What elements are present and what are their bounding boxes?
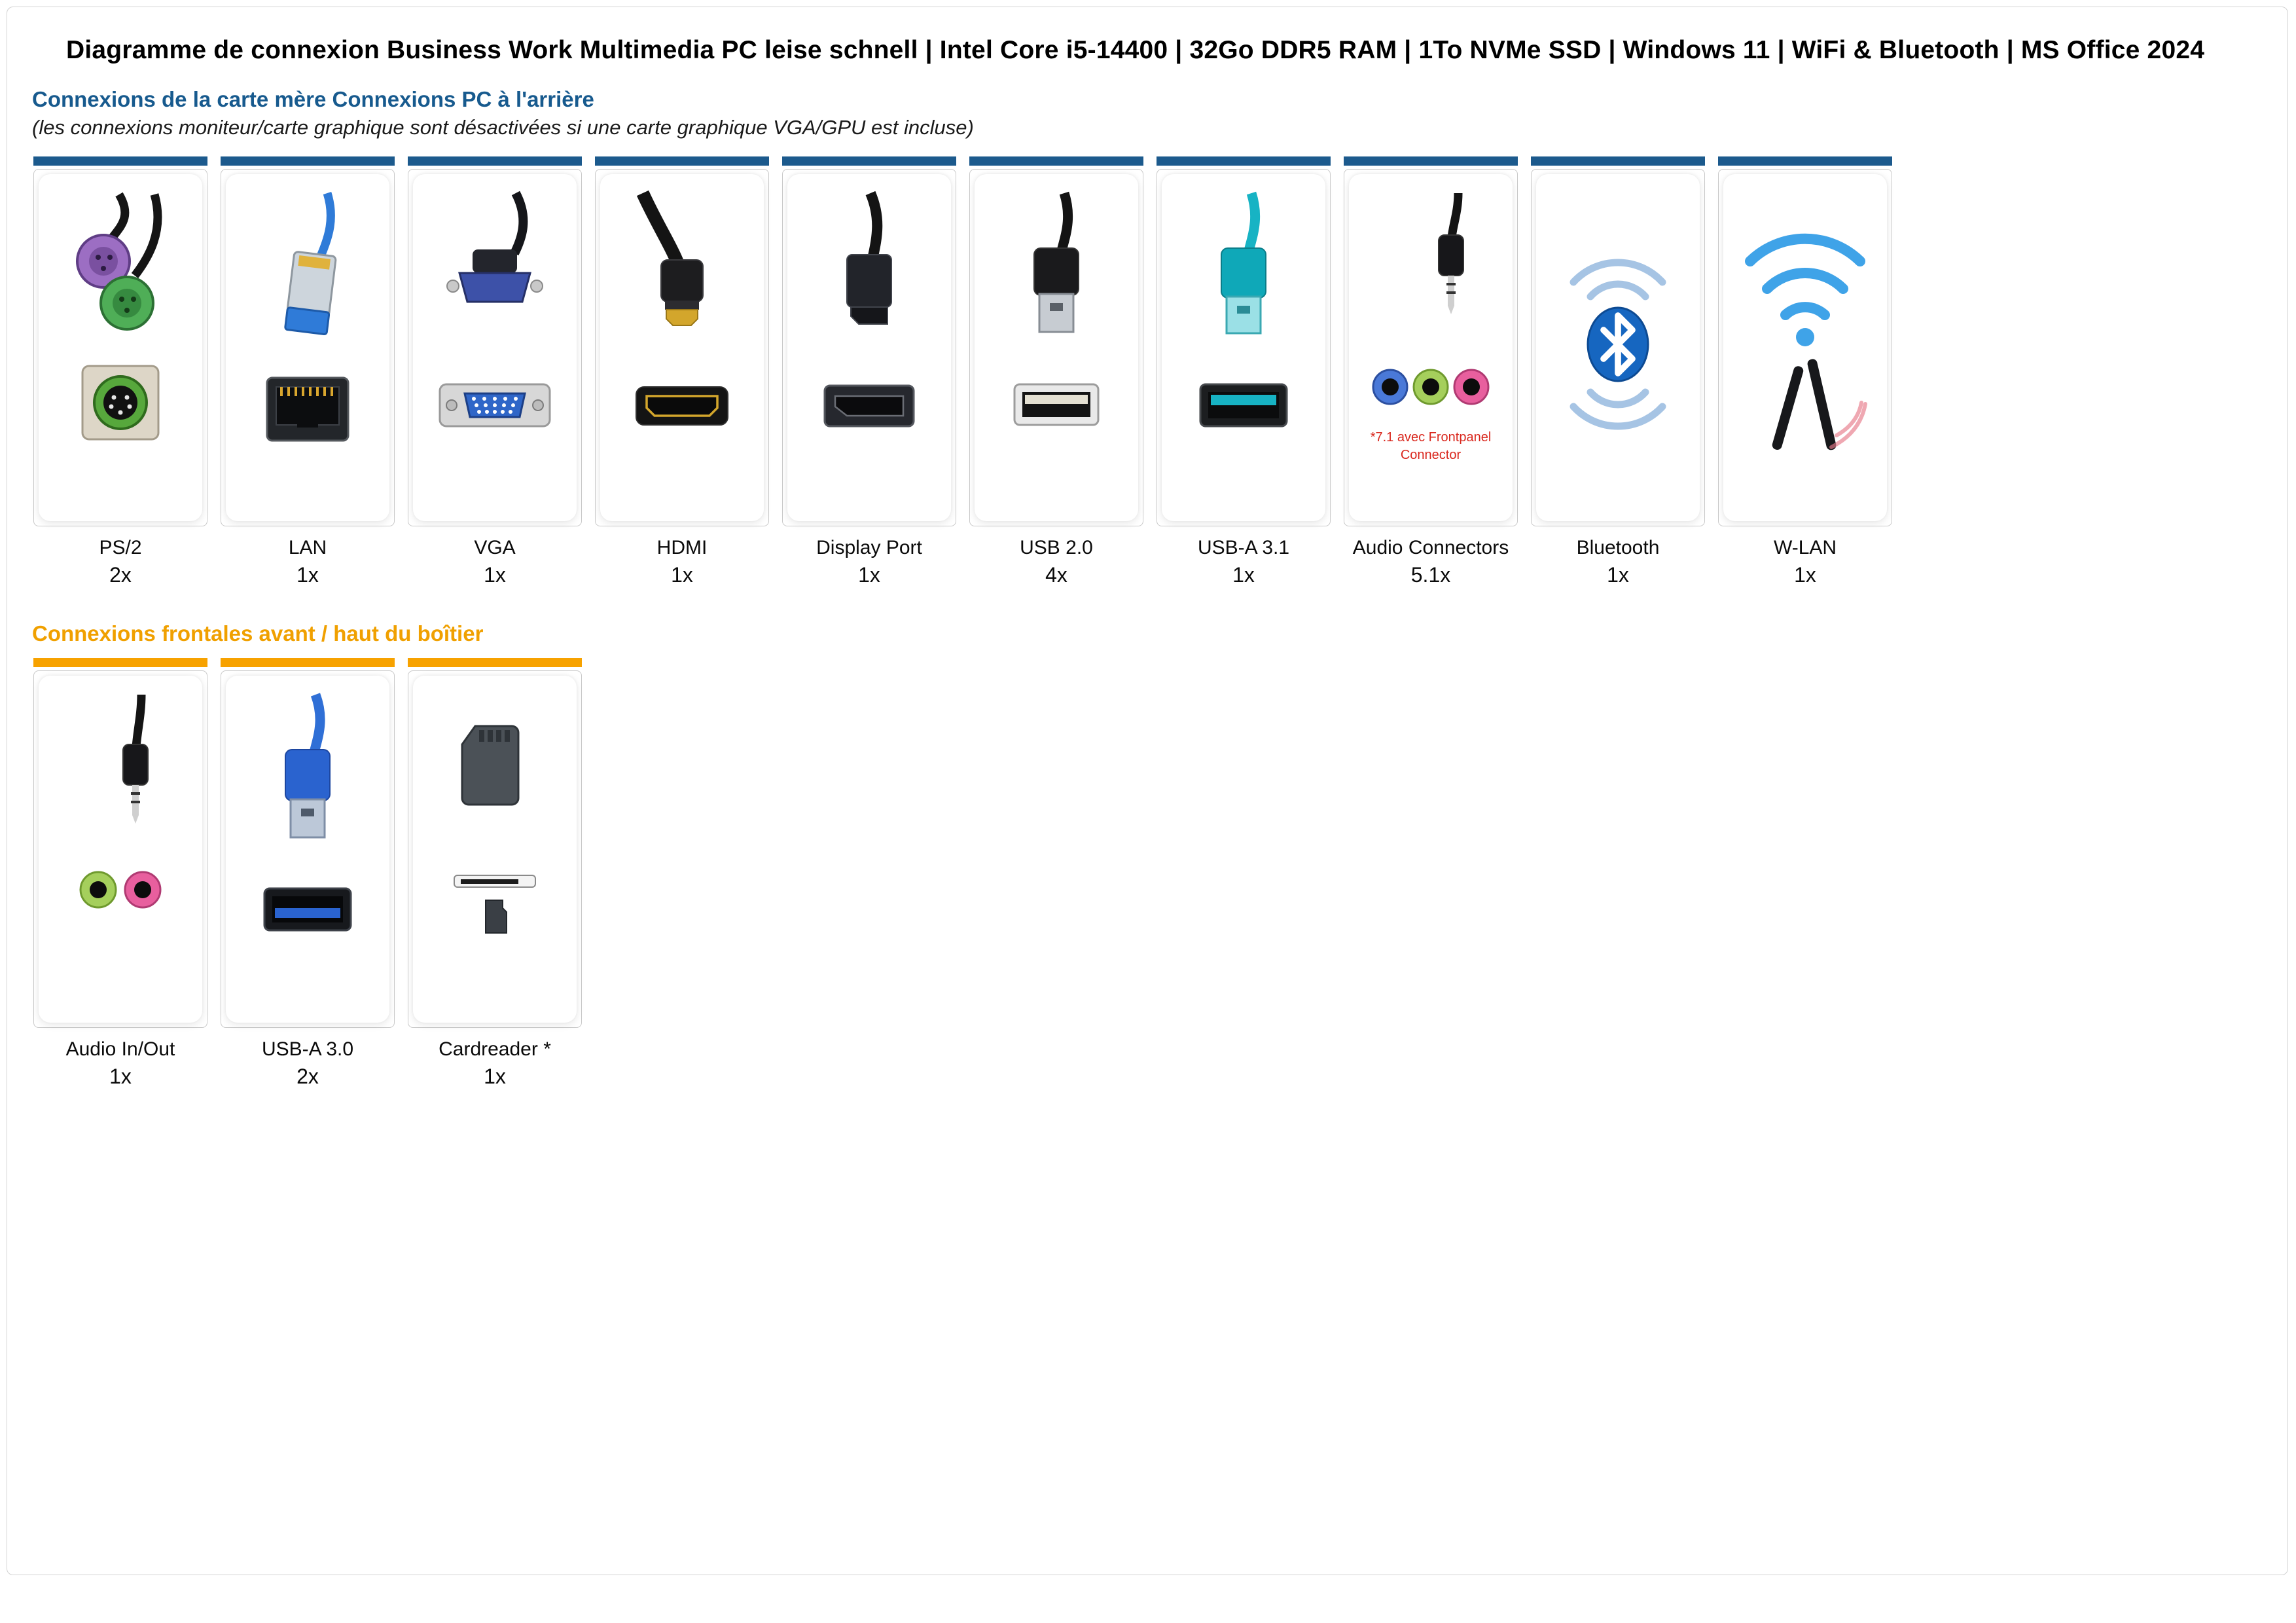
lan-image bbox=[221, 169, 395, 526]
port-card-usb20: USB 2.0 4x bbox=[969, 156, 1143, 587]
wlan-image bbox=[1718, 169, 1892, 526]
port-card-audio-inout: Audio In/Out 1x bbox=[33, 658, 207, 1089]
port-card-lan: LAN 1x bbox=[221, 156, 395, 587]
page-title: Diagramme de connexion Business Work Mul… bbox=[66, 36, 2205, 64]
rear-accent-bar bbox=[1718, 156, 1892, 166]
front-accent-bar bbox=[221, 658, 395, 667]
photo-frame bbox=[413, 174, 577, 521]
rear-section-heading: Connexions de la carte mère Connexions P… bbox=[32, 87, 594, 111]
displayport-image bbox=[782, 169, 956, 526]
audio-note: *7.1 avec Frontpanel Connector bbox=[1370, 430, 1492, 462]
port-card-cardreader: Cardreader * 1x bbox=[408, 658, 582, 1089]
cardreader-icon bbox=[416, 692, 573, 1006]
usb31-image bbox=[1157, 169, 1331, 526]
photo-frame bbox=[975, 174, 1138, 521]
usb31-icon bbox=[1165, 191, 1322, 505]
rear-accent-bar bbox=[1157, 156, 1331, 166]
rear-accent-bar bbox=[33, 156, 207, 166]
port-count: 1x bbox=[1232, 563, 1255, 587]
port-label: LAN bbox=[288, 537, 327, 558]
port-count: 1x bbox=[1607, 563, 1629, 587]
port-card-bluetooth: Bluetooth 1x bbox=[1531, 156, 1705, 587]
port-count: 4x bbox=[1045, 563, 1067, 587]
port-label: USB-A 3.0 bbox=[261, 1038, 354, 1060]
port-count: 5.1x bbox=[1410, 563, 1451, 587]
port-card-usb31: USB-A 3.1 1x bbox=[1157, 156, 1331, 587]
port-card-wlan: W-LAN 1x bbox=[1718, 156, 1892, 587]
audio-inout-icon bbox=[42, 692, 199, 1006]
page-frame: Diagramme de connexion Business Work Mul… bbox=[7, 7, 2288, 1575]
audio-image: *7.1 avec Frontpanel Connector bbox=[1344, 169, 1518, 526]
rear-accent-bar bbox=[408, 156, 582, 166]
port-card-audio: *7.1 avec Frontpanel Connector Audio Con… bbox=[1344, 156, 1518, 587]
front-ports-row: Audio In/Out 1x bbox=[33, 658, 2268, 1089]
port-label: W-LAN bbox=[1773, 537, 1837, 558]
usb20-image bbox=[969, 169, 1143, 526]
photo-frame bbox=[226, 676, 389, 1023]
hdmi-icon bbox=[603, 190, 761, 505]
audio-inout-image bbox=[33, 670, 207, 1028]
port-card-hdmi: HDMI 1x bbox=[595, 156, 769, 587]
rear-section-subheading: (les connexions moniteur/carte graphique… bbox=[32, 116, 974, 139]
port-label: Display Port bbox=[816, 537, 922, 558]
usb30-image bbox=[221, 670, 395, 1028]
port-count: 1x bbox=[1794, 563, 1816, 587]
port-count: 1x bbox=[484, 1065, 506, 1088]
photo-frame bbox=[1723, 174, 1887, 521]
port-label: Cardreader * bbox=[439, 1038, 551, 1060]
port-count: 1x bbox=[858, 563, 880, 587]
rear-accent-bar bbox=[221, 156, 395, 166]
bluetooth-image bbox=[1531, 169, 1705, 526]
lan-icon bbox=[229, 191, 386, 505]
displayport-icon bbox=[791, 191, 948, 505]
port-card-usb30: USB-A 3.0 2x bbox=[221, 658, 395, 1089]
port-count: 2x bbox=[109, 563, 132, 587]
vga-image bbox=[408, 169, 582, 526]
vga-icon bbox=[416, 191, 573, 505]
port-card-vga: VGA 1x bbox=[408, 156, 582, 587]
port-count: 1x bbox=[671, 563, 693, 587]
port-count: 2x bbox=[296, 1065, 319, 1088]
port-label: PS/2 bbox=[99, 537, 142, 558]
port-count: 1x bbox=[109, 1065, 132, 1088]
hdmi-image bbox=[595, 169, 769, 526]
photo-frame bbox=[600, 174, 764, 521]
cardreader-image bbox=[408, 670, 582, 1028]
front-accent-bar bbox=[408, 658, 582, 667]
port-label: VGA bbox=[474, 537, 516, 558]
port-label: Audio Connectors bbox=[1352, 537, 1509, 558]
rear-accent-bar bbox=[1531, 156, 1705, 166]
port-label: USB-A 3.1 bbox=[1197, 537, 1290, 558]
usb2-icon bbox=[978, 191, 1135, 505]
port-card-ps2: PS/2 2x bbox=[33, 156, 207, 587]
port-label: Audio In/Out bbox=[65, 1038, 175, 1060]
photo-frame bbox=[39, 676, 202, 1023]
photo-frame bbox=[1349, 174, 1513, 521]
port-count: 1x bbox=[296, 563, 319, 587]
photo-frame bbox=[226, 174, 389, 521]
port-label: Bluetooth bbox=[1576, 537, 1660, 558]
rear-accent-bar bbox=[969, 156, 1143, 166]
rear-ports-row: PS/2 2x bbox=[33, 156, 2268, 587]
port-count: 1x bbox=[484, 563, 506, 587]
front-section-heading: Connexions frontales avant / haut du boî… bbox=[32, 621, 484, 646]
photo-frame bbox=[787, 174, 951, 521]
port-label: USB 2.0 bbox=[1020, 537, 1093, 558]
ps2-image bbox=[33, 169, 207, 526]
rear-accent-bar bbox=[782, 156, 956, 166]
audio-connectors-icon bbox=[1352, 191, 1509, 505]
ps2-icon bbox=[42, 191, 199, 505]
rear-accent-bar bbox=[595, 156, 769, 166]
front-accent-bar bbox=[33, 658, 207, 667]
bluetooth-icon bbox=[1539, 191, 1696, 505]
rear-accent-bar bbox=[1344, 156, 1518, 166]
wlan-icon bbox=[1727, 191, 1884, 505]
port-card-displayport: Display Port 1x bbox=[782, 156, 956, 587]
port-label: HDMI bbox=[656, 537, 708, 558]
usb30-icon bbox=[229, 692, 386, 1006]
photo-frame bbox=[1162, 174, 1325, 521]
